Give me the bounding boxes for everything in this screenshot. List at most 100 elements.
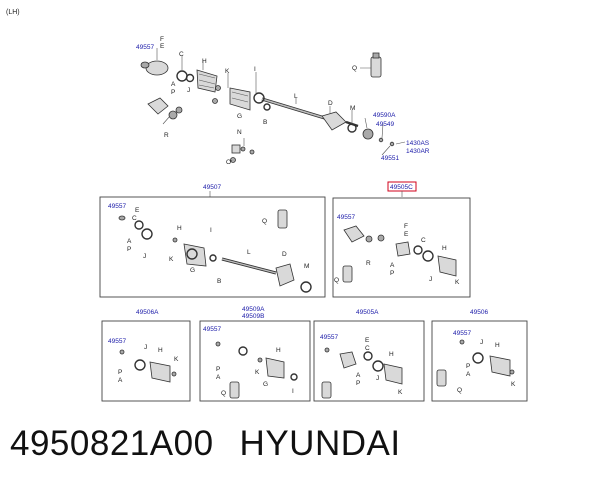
group-box-49509A	[199, 320, 311, 402]
svg-text:Q: Q	[221, 390, 226, 397]
side-label: (LH)	[6, 9, 20, 16]
svg-text:P: P	[127, 246, 131, 253]
label-49590A: 49590A	[373, 112, 396, 119]
svg-text:J: J	[144, 344, 147, 351]
group-49505C: 49505C 49557 F E C A P R J H K Q	[332, 181, 471, 298]
svg-text:P: P	[216, 366, 220, 373]
group-49509A: 49509A 49509B 49557 H I K G P A Q	[199, 306, 311, 402]
svg-text:R: R	[366, 260, 371, 267]
svg-text:L: L	[247, 249, 251, 256]
letter-F: F	[160, 36, 164, 43]
group-title-49506A: 49506A	[136, 309, 159, 316]
svg-text:K: K	[255, 369, 260, 376]
group-box-49506A	[101, 320, 191, 402]
tripod-joint	[147, 97, 169, 115]
letter-G: G	[237, 113, 242, 120]
svg-text:B: B	[217, 278, 221, 285]
svg-text:C: C	[421, 237, 426, 244]
letter-O: O	[226, 159, 231, 166]
group-49506A: 49506A 49557 J H K P A	[101, 309, 191, 402]
letter-E: E	[160, 43, 165, 50]
svg-text:A: A	[466, 371, 471, 378]
main-assembly: 49557 49590A 49549 1430AS 1430AR 49551 F…	[136, 36, 430, 166]
inner-housing	[321, 111, 347, 131]
svg-text:A: A	[127, 238, 132, 245]
svg-text:H: H	[158, 347, 163, 354]
svg-text:49557: 49557	[108, 203, 126, 210]
svg-text:A: A	[216, 374, 221, 381]
group-box-49505C	[332, 197, 471, 298]
svg-text:P: P	[118, 369, 122, 376]
svg-text:P: P	[390, 270, 394, 277]
svg-text:I: I	[292, 388, 294, 395]
letter-P: P	[171, 89, 175, 96]
svg-text:K: K	[511, 381, 516, 388]
svg-text:J: J	[376, 375, 379, 382]
label-49557: 49557	[136, 44, 154, 51]
svg-text:K: K	[455, 279, 460, 286]
svg-text:J: J	[143, 253, 146, 260]
svg-text:K: K	[174, 356, 179, 363]
inner-boot	[229, 87, 251, 111]
svg-text:H: H	[177, 225, 182, 232]
group-title-49505C: 49505C	[390, 184, 413, 191]
svg-text:G: G	[190, 267, 195, 274]
svg-text:K: K	[169, 256, 174, 263]
svg-text:M: M	[304, 263, 309, 270]
svg-text:C: C	[132, 215, 137, 222]
svg-text:A: A	[356, 372, 361, 379]
svg-text:Q: Q	[457, 387, 462, 394]
label-1430AS: 1430AS	[406, 140, 430, 147]
svg-text:H: H	[495, 342, 500, 349]
grease-tube	[370, 56, 382, 78]
letter-A: A	[171, 81, 176, 88]
svg-text:K: K	[398, 389, 403, 396]
svg-text:P: P	[356, 380, 360, 387]
group-title-49506: 49506	[470, 309, 488, 316]
svg-text:G: G	[263, 381, 268, 388]
letter-I: I	[254, 66, 256, 73]
svg-text:H: H	[389, 351, 394, 358]
group-title-49509A: 49509A	[242, 306, 265, 313]
svg-text:D: D	[282, 251, 287, 258]
svg-text:E: E	[404, 231, 409, 238]
label-1430AR: 1430AR	[406, 148, 430, 155]
clamp-ring	[176, 70, 188, 82]
label-49549: 49549	[376, 121, 394, 128]
svg-text:I: I	[210, 227, 212, 234]
group-box-49506	[431, 320, 528, 402]
svg-text:A: A	[390, 262, 395, 269]
svg-text:H: H	[276, 347, 281, 354]
letter-M: M	[350, 105, 355, 112]
outer-boot	[196, 69, 218, 93]
svg-text:J: J	[429, 276, 432, 283]
svg-text:P: P	[466, 363, 470, 370]
group-49507: 49507 49557 E C A P J K H G I L B M D Q	[99, 184, 326, 298]
svg-text:A: A	[118, 377, 123, 384]
group-49505A: 49505A 49557 E C J H A P K	[313, 309, 425, 402]
letter-L: L	[294, 93, 298, 100]
svg-text:H: H	[442, 245, 447, 252]
svg-text:49557: 49557	[453, 330, 471, 337]
svg-text:J: J	[480, 339, 483, 346]
svg-text:E: E	[365, 337, 370, 344]
dust-seal	[362, 128, 374, 140]
letter-R: R	[164, 132, 169, 139]
group-49506: 49506 49557 J H K P A Q	[431, 309, 528, 402]
svg-text:49557: 49557	[320, 334, 338, 341]
outer-cv-joint	[145, 60, 169, 76]
group-title-49507: 49507	[203, 184, 221, 191]
svg-text:Q: Q	[262, 218, 267, 225]
letter-K: K	[225, 68, 230, 75]
group-box-49505A	[313, 320, 425, 402]
svg-text:Q: Q	[334, 277, 339, 284]
group-title-49505A: 49505A	[356, 309, 379, 316]
svg-text:49557: 49557	[337, 214, 355, 221]
svg-text:C: C	[365, 345, 370, 352]
letter-B: B	[263, 119, 267, 126]
group-box-49507	[99, 196, 326, 298]
footer-brand: HYUNDAI	[239, 424, 401, 463]
svg-text:E: E	[135, 207, 140, 214]
label-49551: 49551	[381, 155, 399, 162]
